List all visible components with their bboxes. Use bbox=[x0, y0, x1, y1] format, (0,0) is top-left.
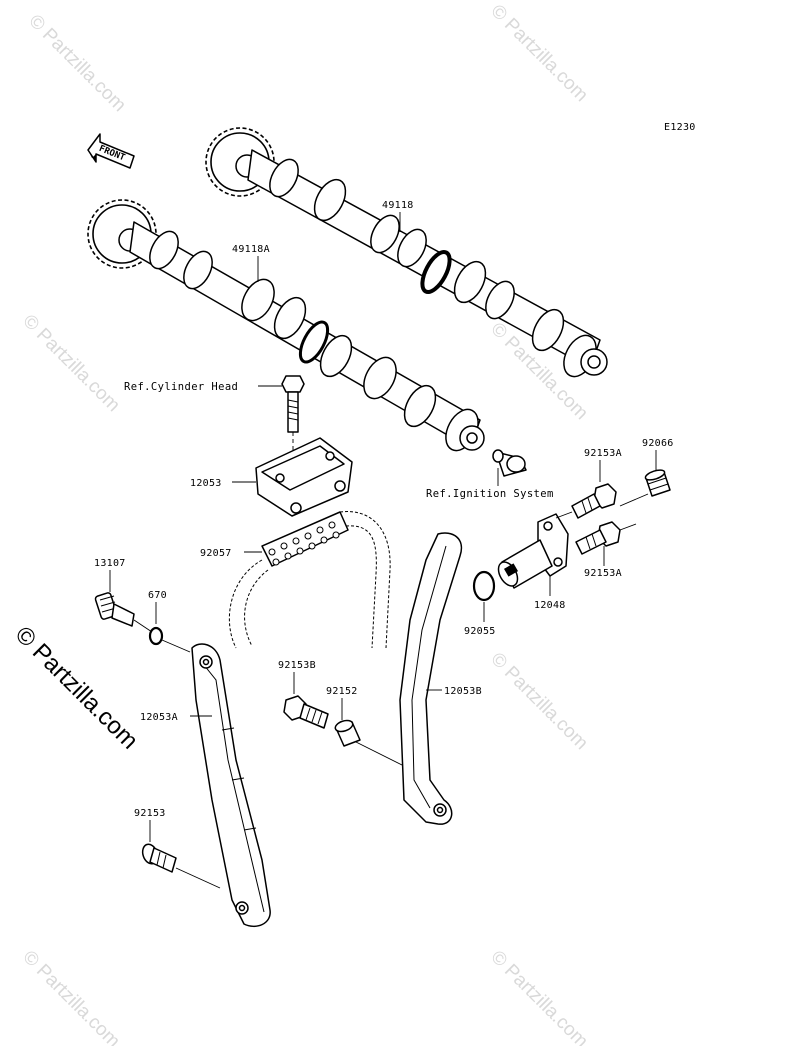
watermark-bottom-right: © Partzilla.com bbox=[486, 947, 591, 1046]
tensioner-12048 bbox=[497, 513, 569, 589]
cam-chain bbox=[228, 511, 391, 649]
o-ring-670 bbox=[148, 626, 164, 646]
o-ring-92055 bbox=[472, 570, 496, 602]
label-bolt-92153b: 92153B bbox=[278, 660, 316, 671]
ref-cylinder-head: Ref.Cylinder Head bbox=[124, 381, 238, 393]
bolt-92153 bbox=[141, 843, 177, 873]
bolt-13107 bbox=[94, 592, 135, 627]
plug-92066 bbox=[644, 469, 671, 497]
bolt-92153b bbox=[283, 695, 329, 729]
label-chain-guide-upper: 12053 bbox=[190, 478, 222, 489]
watermark-low-right: © Partzilla.com bbox=[486, 649, 591, 754]
bolt-92153a-top bbox=[571, 483, 617, 519]
watermark-top-right: © Partzilla.com bbox=[486, 1, 591, 106]
camshaft-exhaust bbox=[205, 127, 608, 378]
label-o-ring-92055: 92055 bbox=[464, 626, 496, 637]
guide-left bbox=[191, 643, 271, 928]
camshaft-intake bbox=[87, 199, 485, 452]
watermark-mid-left: © Partzilla.com bbox=[18, 311, 123, 416]
diagram-code: E1230 bbox=[664, 122, 696, 133]
label-bolt-92153a-bottom: 92153A bbox=[584, 568, 622, 579]
label-guide-left: 12053A bbox=[140, 712, 178, 723]
label-plug-92066: 92066 bbox=[642, 438, 674, 449]
front-arrow-icon: FRONT bbox=[87, 133, 135, 169]
label-cam-chain: 92057 bbox=[200, 548, 232, 559]
label-bolt-92153a-top: 92153A bbox=[584, 448, 622, 459]
label-tensioner: 12048 bbox=[534, 600, 566, 611]
collar-92152 bbox=[334, 719, 361, 747]
label-collar-92152: 92152 bbox=[326, 686, 358, 697]
watermark-side: © Partzilla.com bbox=[10, 621, 143, 754]
label-o-ring-670: 670 bbox=[148, 590, 167, 601]
upper-guide-bolt bbox=[281, 375, 305, 433]
label-camshaft-exhaust: 49118 bbox=[382, 200, 414, 211]
label-bolt-92153: 92153 bbox=[134, 808, 166, 819]
watermark-top-left: © Partzilla.com bbox=[24, 11, 129, 116]
label-guide-right: 12053B bbox=[444, 686, 482, 697]
chain-guide-upper bbox=[255, 437, 353, 517]
guide-right bbox=[399, 532, 463, 825]
label-camshaft-intake: 49118A bbox=[232, 244, 270, 255]
label-bolt-13107: 13107 bbox=[94, 558, 126, 569]
watermark-bottom-left: © Partzilla.com bbox=[18, 947, 123, 1046]
bolt-92153a-bottom bbox=[575, 521, 621, 555]
ignition-rotor bbox=[492, 449, 527, 477]
ref-ignition-system: Ref.Ignition System bbox=[426, 488, 554, 500]
